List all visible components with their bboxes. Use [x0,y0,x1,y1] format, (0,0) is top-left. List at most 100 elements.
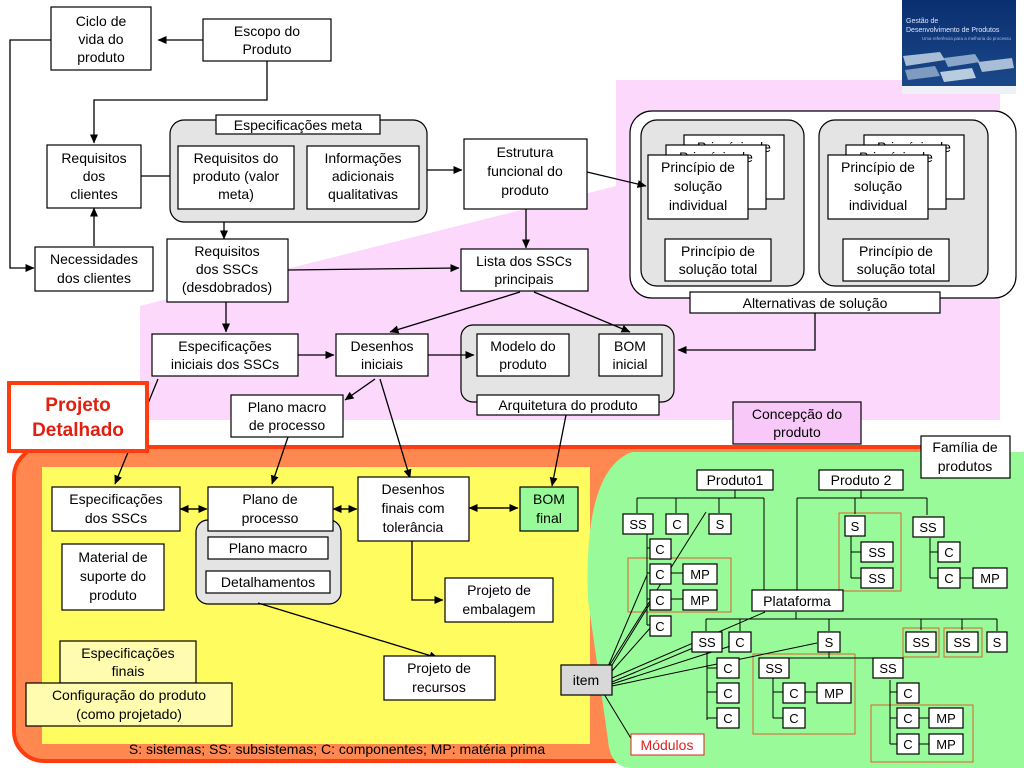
svg-text:produto: produto [501,182,549,198]
pl-s-c1-node: C [782,682,806,704]
especificacoes-sscs-box: Especificações dos SSCs [51,486,181,532]
svg-text:C: C [655,567,664,582]
svg-text:tolerância: tolerância [383,519,444,535]
svg-text:Módulos: Módulos [641,737,694,753]
svg-text:Requisitos do: Requisitos do [194,150,279,166]
svg-text:Configuração do produto: Configuração do produto [52,687,206,703]
svg-text:individual: individual [669,197,727,213]
svg-text:meta): meta) [218,186,254,202]
svg-text:solução total: solução total [857,261,936,277]
svg-text:MP: MP [980,571,1000,586]
svg-text:S: S [716,517,725,532]
ciclo-de-vida-box: Ciclo de vida do produto [50,6,152,71]
pl-c1-node: C [716,657,740,679]
cover-title-1: Gestão de [906,18,938,25]
modelo-produto-box: Modelo do produto [476,333,570,377]
principio-total-1: Princípio de solução total [664,238,772,282]
svg-text:Detalhamentos: Detalhamentos [221,574,315,590]
pl-c2-node: C [716,682,740,704]
legend-text: S: sistemas; SS: subsistemas; C: compone… [129,741,545,757]
configuracao-produto-box: Configuração do produto (como projetado) [25,682,233,727]
svg-text:MP: MP [936,711,956,726]
pl-ss2-c2-node: C [896,707,920,729]
plano-macro-processo-box: Plano macro de processo [230,394,344,438]
svg-text:Desenhos: Desenhos [350,338,413,354]
pl-ss2-mp1-node: MP [928,707,964,729]
svg-text:Produto: Produto [242,41,291,57]
familia-produtos-label: Família de produtos [920,435,1011,479]
svg-text:dos SSCs: dos SSCs [85,510,147,526]
svg-text:suporte do: suporte do [80,568,146,584]
produto1-node: Produto1 [696,469,774,491]
svg-text:processo: processo [242,510,299,526]
principio-individual-stack-2: Princípio de Princípio de Princípio de s… [827,134,965,220]
pl-s-ss-node: SS [758,657,790,679]
svg-text:MP: MP [690,593,710,608]
svg-text:produto: produto [773,424,821,440]
svg-text:MP: MP [824,686,844,701]
pl-ss2-c1-node: C [896,682,920,704]
pl-ss-a-node: SS [905,631,937,653]
especificacoes-iniciais-box: Especificações iniciais dos SSCs [151,333,299,377]
svg-text:Requisitos: Requisitos [61,150,126,166]
svg-text:SS: SS [953,635,971,650]
especificacoes-meta-label: Especificações meta [215,114,381,135]
svg-text:Princípio de: Princípio de [661,159,735,175]
book-cover-image: Gestão de Desenvolvimento de Produtos Um… [902,0,1016,94]
necessidades-clientes-box: Necessidades dos clientes [34,246,154,292]
plataforma-node: Plataforma [751,589,844,612]
highlight-ss-b [943,627,983,658]
svg-text:Plataforma: Plataforma [763,593,831,609]
svg-text:Modelo do: Modelo do [490,338,556,354]
svg-text:(como projetado): (como projetado) [76,706,182,722]
svg-text:dos clientes: dos clientes [57,270,131,286]
pl-s-c2-node: C [782,707,806,729]
informacoes-adicionais-box: Informações adicionais qualitativas [306,145,420,210]
svg-text:SS: SS [879,661,897,676]
svg-text:iniciais dos SSCs: iniciais dos SSCs [171,356,279,372]
highlight-produto1-group [627,557,732,613]
svg-text:SS: SS [698,635,716,650]
svg-text:Princípio de: Princípio de [859,243,933,259]
svg-text:S: S [993,635,1002,650]
principio-total-2: Princípio de solução total [842,238,950,282]
cover-title-2: Desenvolvimento de Produtos [906,27,1000,34]
especificacoes-finais-box: Especificações finais [59,640,197,684]
svg-text:Necessidades: Necessidades [50,251,138,267]
principio-individual-stack-1: Princípio de Princípio de Princípio de s… [647,134,785,220]
svg-text:Requisitos: Requisitos [194,243,259,259]
svg-text:BOM: BOM [533,491,565,507]
modulos-label: Módulos [630,733,705,756]
svg-text:Plano macro: Plano macro [248,399,327,415]
svg-text:C: C [903,711,912,726]
pl-ss2-mp2-node: MP [928,733,964,755]
p1-c4-node: C [649,615,672,637]
svg-text:C: C [655,619,664,634]
svg-text:SS: SS [919,520,937,535]
svg-text:solução: solução [854,178,902,194]
alternativas-solucao-label: Alternativas de solução [689,291,941,314]
svg-text:adicionais: adicionais [332,168,394,184]
svg-text:Arquitetura do produto: Arquitetura do produto [498,397,638,413]
svg-text:S: S [851,519,860,534]
svg-text:Projeto de: Projeto de [407,660,471,676]
pl-ss-node: SS [691,631,723,653]
svg-text:solução total: solução total [679,261,758,277]
svg-text:Lista dos SSCs: Lista dos SSCs [476,253,572,269]
svg-text:principais: principais [494,271,553,287]
svg-text:item: item [573,672,599,688]
p2-s-node: S [844,515,866,537]
detalhamentos-box: Detalhamentos [205,570,331,594]
svg-text:SS: SS [629,517,647,532]
svg-text:finais com: finais com [381,500,444,516]
p1-ss-node: SS [622,513,654,535]
pl-s-node: S [817,631,841,653]
svg-text:produto (valor: produto (valor [193,168,280,184]
svg-text:MP: MP [936,737,956,752]
svg-text:C: C [944,571,953,586]
highlight-plataforma-ss-group [870,704,974,763]
produto2-node: Produto 2 [818,469,904,491]
svg-text:C: C [903,686,912,701]
svg-text:final: final [536,510,562,526]
svg-text:C: C [723,711,732,726]
